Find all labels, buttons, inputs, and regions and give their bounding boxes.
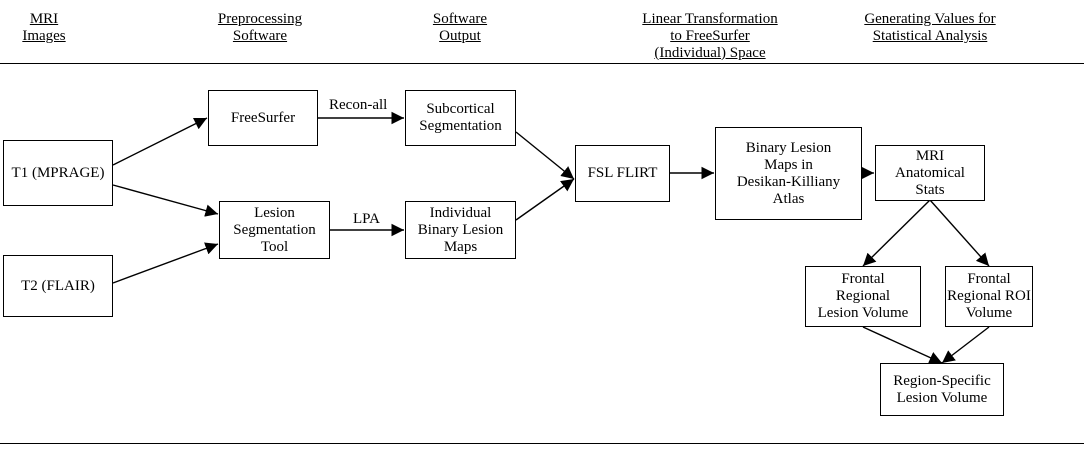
bottom-divider — [0, 443, 1084, 444]
arrow-mri-stats-to-frontal-roi — [929, 199, 990, 267]
node-text: MRI — [915, 147, 945, 164]
header-linear-transformation: Linear Transformation to FreeSurfer (Ind… — [600, 11, 820, 62]
node-text: Lesion Volume — [896, 389, 988, 406]
header-line: Images — [22, 28, 66, 44]
header-line: Linear Transformation — [642, 11, 778, 27]
arrow-subcortical-to-flirt — [515, 131, 575, 180]
header-line: Software — [432, 11, 488, 27]
node-text: Frontal — [967, 271, 1011, 287]
node-text: Regional ROI — [947, 288, 1031, 304]
arrow-mri-stats-to-frontal-lesion — [862, 199, 931, 267]
node-text: FSL FLIRT — [587, 165, 658, 181]
header-preprocessing-software: Preprocessing Software — [200, 11, 320, 45]
node-text: Maps in — [764, 156, 813, 173]
node-text: Subcortical — [426, 101, 495, 117]
node-t1-mprage: T1 (MPRAGE) — [3, 140, 113, 206]
node-fsl-flirt: FSL FLIRT — [575, 145, 670, 202]
header-line: Statistical Analysis — [872, 28, 988, 44]
arrow-t1-to-freesurfer — [112, 117, 208, 166]
arrow-binary-maps-to-flirt — [515, 178, 575, 221]
node-text: Frontal — [841, 271, 885, 287]
arrow-frontal-lesion-to-region-specific — [862, 326, 943, 364]
node-individual-binary-lesion-maps: Individual Binary Lesion Maps — [405, 201, 516, 259]
node-text: Lesion — [254, 204, 295, 221]
header-line: Generating Values for — [864, 11, 996, 27]
header-software-output: Software Output — [410, 11, 510, 45]
node-text: Volume — [965, 305, 1013, 321]
node-text: Individual — [429, 204, 492, 221]
edge-label-lpa: LPA — [351, 211, 382, 228]
arrow-frontal-roi-to-region-specific — [941, 326, 990, 364]
node-text: Regional — [835, 288, 891, 304]
node-text: Segmentation — [419, 118, 502, 134]
top-divider — [0, 63, 1084, 64]
node-frontal-regional-lesion-volume: Frontal Regional Lesion Volume — [805, 266, 921, 327]
header-line: Output — [439, 28, 481, 44]
header-line: to FreeSurfer — [670, 28, 750, 44]
node-lesion-segmentation-tool: Lesion Segmentation Tool — [219, 201, 330, 259]
node-text: Atlas — [772, 190, 805, 207]
header-line: MRI — [29, 11, 59, 27]
node-text: T1 (MPRAGE) — [11, 164, 105, 181]
node-text: Maps — [443, 238, 478, 255]
node-text: Binary Lesion — [745, 139, 832, 156]
node-region-specific-lesion-volume: Region-Specific Lesion Volume — [880, 363, 1004, 416]
node-freesurfer: FreeSurfer — [208, 90, 318, 146]
node-text: Desikan-Killiany — [736, 173, 841, 190]
header-line: Preprocessing — [217, 11, 303, 27]
header-line: (Individual) Space — [654, 45, 766, 61]
node-text: T2 (FLAIR) — [21, 277, 95, 294]
node-text: Binary Lesion — [417, 221, 504, 238]
node-mri-anatomical-stats: MRI Anatomical Stats — [875, 145, 985, 201]
node-text: Segmentation — [233, 221, 316, 238]
header-generating-values: Generating Values for Statistical Analys… — [840, 11, 1020, 45]
edge-label-recon-all: Recon-all — [327, 97, 390, 114]
node-text: Lesion Volume — [817, 305, 909, 321]
node-text: Anatomical — [895, 164, 965, 181]
arrow-t1-to-lst — [112, 184, 219, 217]
node-t2-flair: T2 (FLAIR) — [3, 255, 113, 317]
header-line: Software — [232, 28, 288, 44]
node-subcortical-segmentation: Subcortical Segmentation — [405, 90, 516, 146]
node-text: Region-Specific — [893, 372, 991, 389]
node-dk-atlas-lesion-maps: Binary Lesion Maps in Desikan-Killiany A… — [715, 127, 862, 220]
header-mri-images: MRI Images — [14, 11, 74, 45]
node-text: Stats — [915, 181, 945, 198]
arrow-t2-to-lst — [112, 242, 219, 284]
node-frontal-regional-roi-volume: Frontal Regional ROI Volume — [945, 266, 1033, 327]
node-text: Tool — [260, 238, 289, 255]
node-text: FreeSurfer — [230, 109, 296, 126]
